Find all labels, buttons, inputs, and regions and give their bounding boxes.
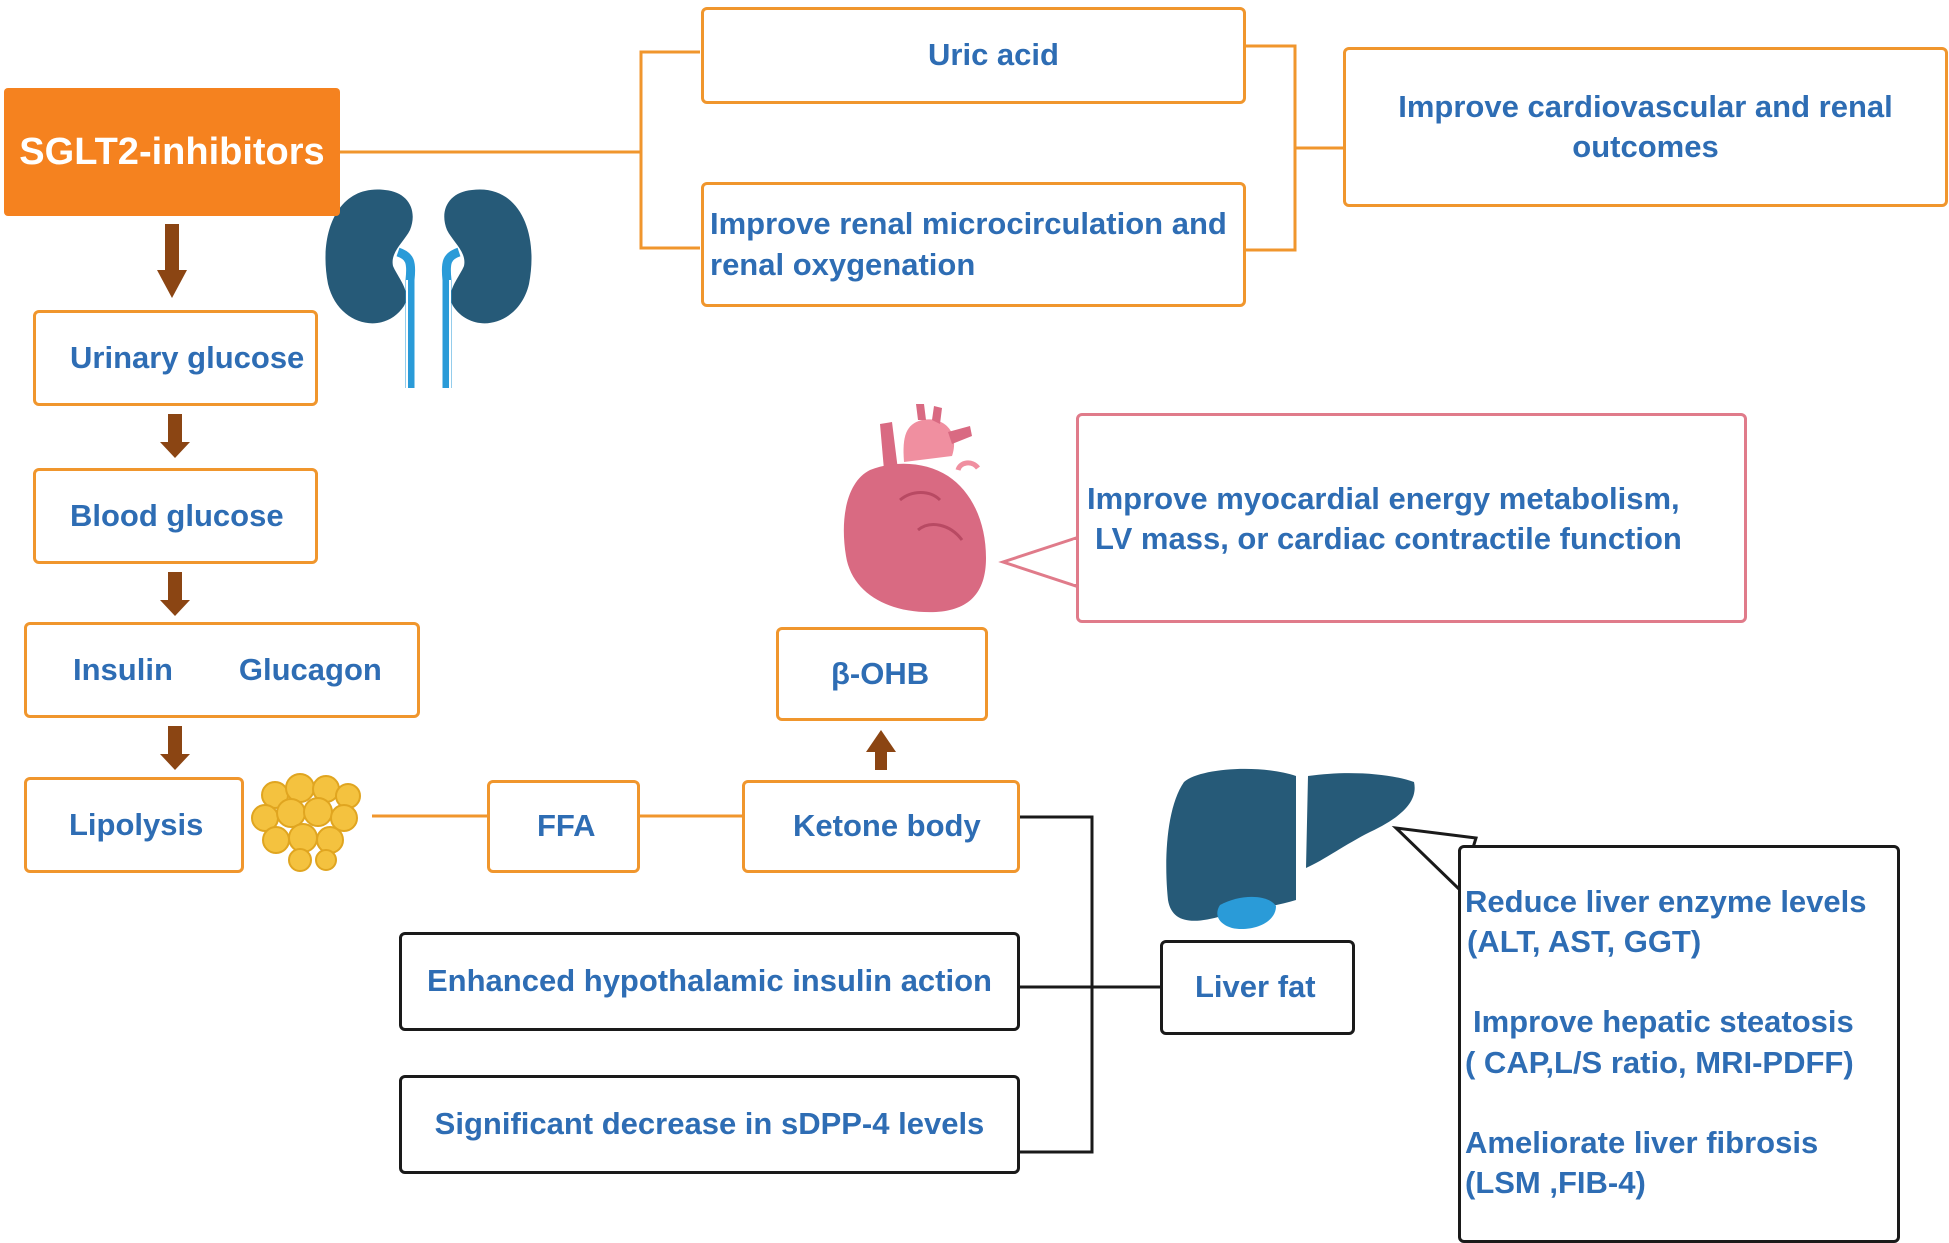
fat-cells-icon [251,773,361,872]
insulin-glucagon-box: Insulin Glucagon [24,622,420,718]
sdpp4-label: Significant decrease in sDPP-4 levels [434,1106,985,1142]
arrow-sglt2-to-urinary [157,224,187,298]
renal-micro-line2: renal oxygenation [710,246,976,282]
urinary-glucose-label: Urinary glucose [70,339,305,375]
ketone-body-box: Ketone body [742,780,1020,873]
liver-fat-box: Liver fat [1160,940,1355,1035]
cardio-renal-line2: outcomes [1572,129,1719,164]
arrow-ketone-to-bohb [866,730,896,770]
sglt2-label: SGLT2-inhibitors [19,130,325,173]
hypothalamic-label: Enhanced hypothalamic insulin action [427,963,992,999]
liver-effect-enzymes-detail: (ALT, AST, GGT) [1467,924,1702,959]
kidney-icon [325,189,532,388]
top-connectors [340,44,1343,252]
arrow-insulin-to-lipolysis [160,726,190,770]
myocardial-line1: Improve myocardial energy metabolism, [1087,481,1680,516]
liver-effect-enzymes: Reduce liver enzyme levels [1465,884,1867,919]
sglt2-inhibitors-box: SGLT2-inhibitors [4,88,340,216]
cardiovascular-renal-box: Improve cardiovascular and renal outcome… [1343,47,1948,207]
heart-pointer [998,535,1079,589]
heart-icon [843,404,986,613]
ffa-box: FFA [487,780,640,873]
renal-microcirculation-box: Improve renal microcirculation and renal… [701,182,1246,307]
bohb-label: β-OHB [831,655,930,691]
black-connectors [1020,815,1160,1154]
liver-fat-label: Liver fat [1195,969,1316,1005]
lipolysis-label: Lipolysis [69,806,204,842]
ffa-label: FFA [537,808,596,844]
sdpp4-box: Significant decrease in sDPP-4 levels [399,1075,1020,1174]
liver-effect-fibrosis-detail: (LSM ,FIB-4) [1465,1165,1646,1200]
liver-icon [1166,768,1415,930]
myocardial-line2: LV mass, or cardiac contractile function [1095,521,1682,557]
arrow-blood-to-insulin [160,572,190,616]
blood-glucose-box: Blood glucose [33,468,318,564]
glucagon-label: Glucagon [238,651,382,687]
ketone-body-label: Ketone body [793,808,981,844]
lipolysis-box: Lipolysis [24,777,244,873]
liver-effect-steatosis-detail: ( CAP,L/S ratio, MRI-PDFF) [1465,1045,1854,1080]
insulin-label: Insulin [73,651,173,687]
myocardial-box: Improve myocardial energy metabolism, LV… [1076,413,1747,623]
urinary-glucose-box: Urinary glucose [33,310,318,406]
blood-glucose-label: Blood glucose [70,497,284,533]
uric-acid-label: Uric acid [928,37,1059,73]
liver-effect-fibrosis: Ameliorate liver fibrosis [1465,1125,1819,1160]
arrow-urinary-to-blood [160,414,190,458]
brown-arrows [157,224,896,770]
renal-micro-line1: Improve renal microcirculation and [710,206,1227,242]
uric-acid-box: Uric acid [701,7,1246,104]
cardio-renal-line1: Improve cardiovascular and renal [1398,88,1893,124]
liver-effect-steatosis: Improve hepatic steatosis [1473,1004,1854,1039]
hypothalamic-box: Enhanced hypothalamic insulin action [399,932,1020,1031]
liver-effects-box: Reduce liver enzyme levels (ALT, AST, GG… [1458,845,1900,1243]
bohb-box: β-OHB [776,627,988,721]
